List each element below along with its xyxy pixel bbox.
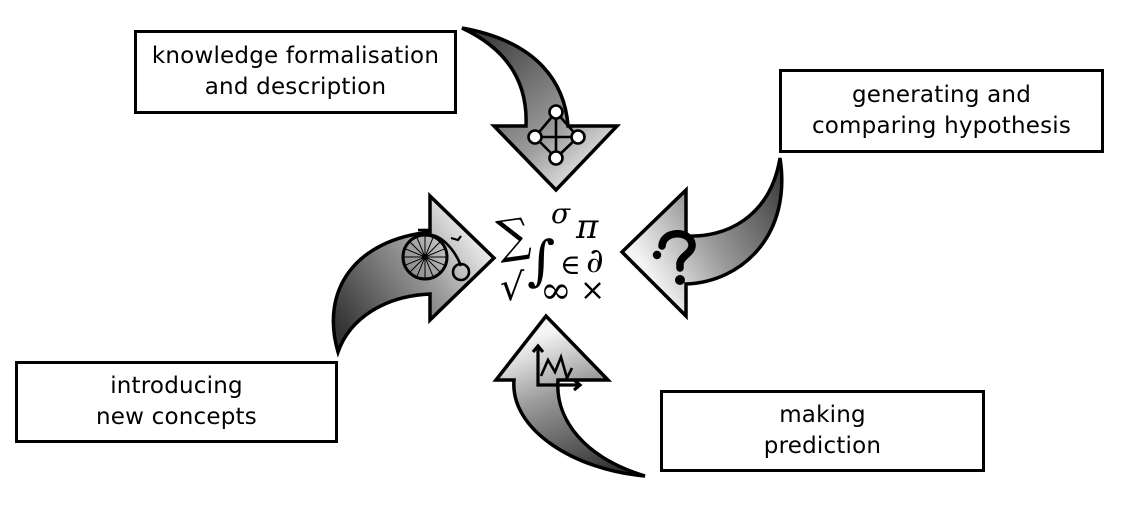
question-mark-icon [652,230,696,285]
symbol-root: √ [500,265,525,309]
symbol-element: ∈ [560,248,581,281]
symbol-times: × [580,273,605,308]
arrow-hypothesis [619,157,784,321]
box-concepts-line2: new concepts [96,404,257,430]
symbol-sum: ∑ [493,207,533,265]
symbol-partial: ∂ [586,241,604,281]
box-introducing-concepts: introducing new concepts [15,361,338,443]
arrow-prediction [492,313,646,478]
box-knowledge-formalisation: knowledge formalisation and description [134,30,457,114]
box-knowledge-line2: and description [204,74,387,100]
box-concepts-line1: introducing [110,373,243,399]
box-prediction-line2: prediction [763,433,882,459]
math-symbols-cluster: ∑ σ π √ ∫ ∈ ∂ ∞ × [493,197,605,312]
box-generating-hypothesis: generating and comparing hypothesis [779,69,1104,153]
symbol-sigma: σ [551,197,571,230]
symbol-integral: ∫ [527,229,555,292]
box-hypothesis-line1: generating and [852,82,1031,108]
box-hypothesis-line2: comparing hypothesis [811,113,1072,139]
box-prediction-line1: making [779,402,866,428]
symbol-pi: π [575,207,599,247]
box-knowledge-line1: knowledge formalisation [151,43,440,69]
box-making-prediction: making prediction [660,390,985,472]
line-chart-icon [531,343,583,392]
arrow-concepts [331,191,497,358]
symbol-infinity: ∞ [540,268,572,312]
network-graph-icon [527,104,586,166]
arrow-knowledge [461,26,622,193]
penny-farthing-bicycle-icon [401,228,471,282]
